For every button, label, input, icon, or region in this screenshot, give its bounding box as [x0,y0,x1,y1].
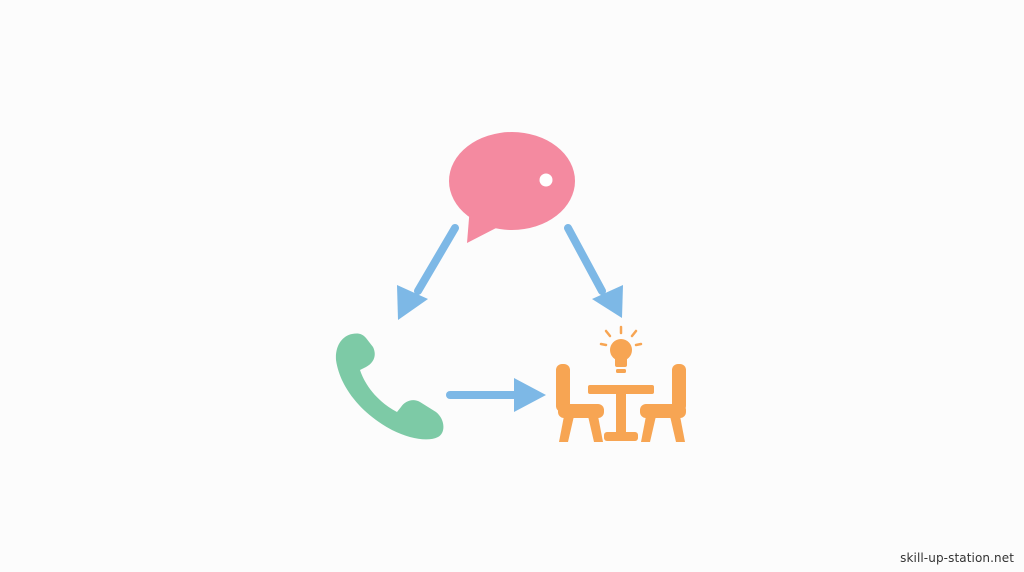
phone-icon [335,333,444,440]
arrow-chat-to-phone [397,224,459,320]
speech-bubble-icon [449,132,575,243]
lightbulb-icon [599,325,643,373]
arrow-phone-to-meeting [446,378,546,412]
meeting-table-icon [556,364,686,442]
site-watermark: skill-up-station.net [900,551,1014,565]
arrow-chat-to-meeting [564,224,623,318]
